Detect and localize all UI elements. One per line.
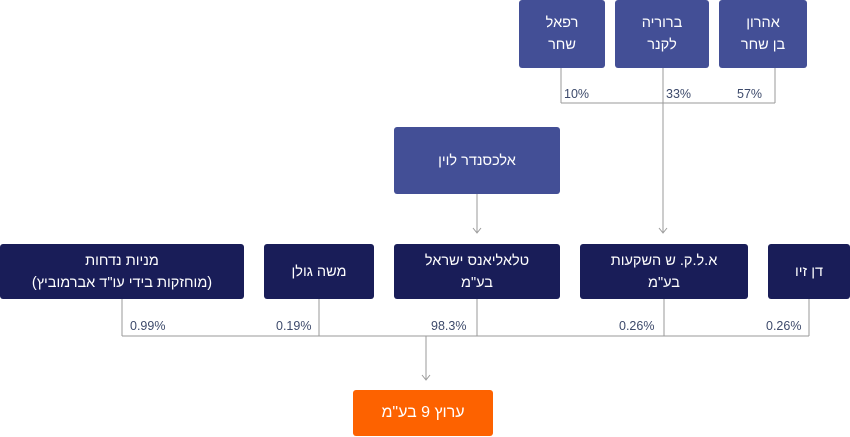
shareholder-name-line1: טלאליאנס ישראל [424, 252, 530, 269]
owner-name-line1: רפאל [545, 15, 579, 31]
owner-name-line2: לקנר [647, 37, 677, 53]
owner-box-alexander-levin: אלכסנדר לוין [394, 127, 560, 194]
arrowhead [658, 227, 668, 234]
shareholder-box-deferred-shares: מניות נדחות (מוחזקות בידי עו"ד אברמוביץ) [0, 244, 244, 299]
shareholder-name-line1: דן זיו [794, 263, 824, 280]
owner-name-line1: ברוריה [641, 15, 683, 31]
shareholder-name-line1: מניות נדחות [85, 252, 159, 269]
ownership-percent: 57% [737, 87, 763, 101]
ownership-percent: 0.99% [130, 319, 166, 333]
owner-name-line1: אהרון [746, 15, 780, 31]
shareholder-box-telalliance-israel: טלאליאנס ישראל בע"מ [394, 244, 560, 299]
arrowhead [421, 374, 431, 381]
ownership-percent: 10% [564, 87, 590, 101]
ownership-percent: 33% [666, 87, 692, 101]
shareholder-box-dan-ziv: דן זיו [768, 244, 850, 299]
shareholder-box-moshe-golan: משה גולן [264, 244, 374, 299]
owner-name-line1: אלכסנדר לוין [438, 152, 516, 169]
ownership-percent: 0.26% [619, 319, 655, 333]
shareholder-name-line2: בע"מ [461, 274, 493, 291]
ownership-percent: 0.26% [766, 319, 802, 333]
shareholder-name-line2: בע"מ [648, 274, 680, 291]
arrowhead [472, 227, 482, 234]
target-company-box: ערוץ 9 בע"מ [353, 390, 493, 436]
ownership-percent: 0.19% [276, 319, 312, 333]
ownership-percent: 98.3% [431, 319, 467, 333]
target-company-name: ערוץ 9 בע"מ [381, 404, 465, 421]
shareholder-name-line2: (מוחזקות בידי עו"ד אברמוביץ) [31, 274, 213, 291]
owner-name-line2: בן שחר [740, 37, 786, 53]
shareholder-box-alk-investments: א.ל.ק. ש השקעות בע"מ [580, 244, 748, 299]
owner-name-line2: שחר [548, 37, 576, 53]
owner-box-aharon-ben-shahar: אהרון בן שחר [719, 0, 807, 68]
owner-box-bruria-lekner: ברוריה לקנר [615, 0, 709, 68]
shareholder-name-line1: א.ל.ק. ש השקעות [610, 252, 718, 269]
shareholder-name-line1: משה גולן [291, 263, 347, 280]
owner-box-rafael-shahar: רפאל שחר [519, 0, 605, 68]
